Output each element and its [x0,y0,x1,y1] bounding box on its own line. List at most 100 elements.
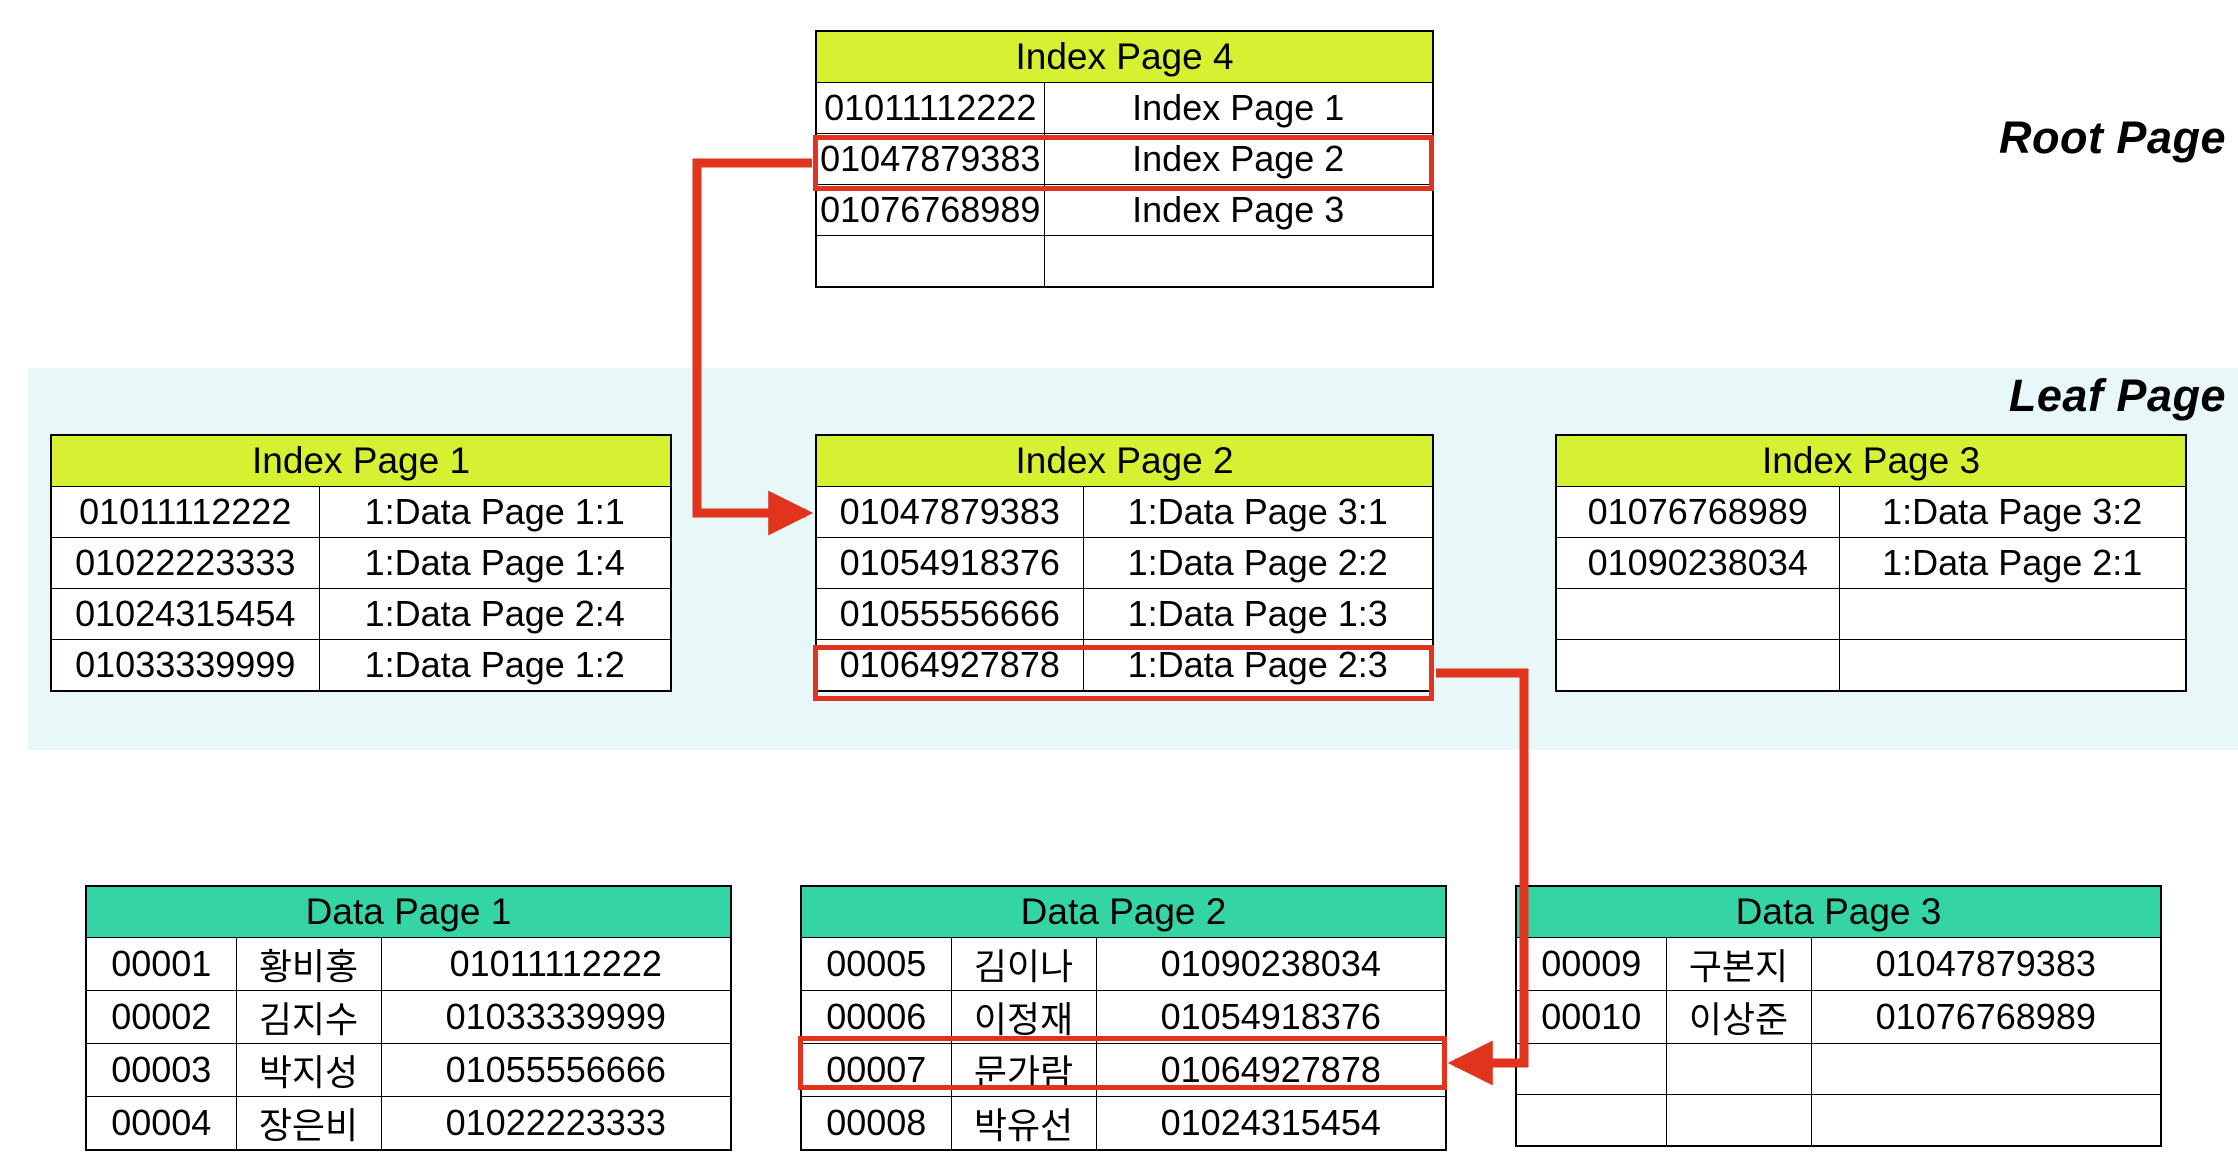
index-pointer-cell: 1:Data Page 1:4 [318,537,672,589]
index-key-cell: 01022223333 [50,537,320,589]
table-row[interactable]: 00007 문가람 01064927878 [800,1043,1447,1097]
index-pointer-cell: 1:Data Page 2:4 [318,588,672,640]
table-row[interactable]: 01076768989 1:Data Page 3:2 [1555,486,2187,538]
index-pointer-cell [1838,639,2187,692]
index-pointer-cell: 1:Data Page 1:2 [318,639,672,692]
data-page-1-title: Data Page 1 [85,885,732,938]
index-pointer-cell: 1:Data Page 2:1 [1838,537,2187,589]
table-row[interactable]: 01055556666 1:Data Page 1:3 [815,588,1434,640]
index-key-cell: 01011112222 [815,82,1045,134]
record-id-cell: 00004 [85,1096,237,1151]
record-phone-cell: 01090238034 [1095,937,1447,991]
data-page-2-table: Data Page 2 00005 김이나 01090238034 00006 … [800,885,1448,1151]
table-row[interactable]: 01011112222 1:Data Page 1:1 [50,486,672,538]
table-row[interactable] [1515,1094,2162,1147]
index-key-cell: 01076768989 [815,184,1045,236]
table-row[interactable]: 01090238034 1:Data Page 2:1 [1555,537,2187,589]
table-row[interactable] [1555,588,2187,640]
table-row[interactable]: 00001 황비홍 01011112222 [85,937,732,991]
table-row[interactable]: 01047879383 1:Data Page 3:1 [815,486,1434,538]
table-row[interactable]: 00004 장은비 01022223333 [85,1096,732,1151]
index-key-cell: 01047879383 [815,486,1084,538]
index-pointer-cell: Index Page 3 [1043,184,1434,236]
record-id-cell: 00001 [85,937,237,991]
record-name-cell: 구본지 [1665,937,1812,991]
index-pointer-cell: 1:Data Page 3:2 [1838,486,2187,538]
data-page-3-table: Data Page 3 00009 구본지 01047879383 00010 … [1515,885,2163,1147]
leaf-page-1-title: Index Page 1 [50,434,672,487]
record-id-cell: 00006 [800,990,952,1044]
table-row[interactable]: 00009 구본지 01047879383 [1515,937,2162,991]
index-pointer-cell: 1:Data Page 2:3 [1082,639,1434,692]
table-row[interactable]: 01024315454 1:Data Page 2:4 [50,588,672,640]
record-name-cell [1665,1094,1812,1147]
table-row[interactable]: 00002 김지수 01033339999 [85,990,732,1044]
root-page-label: Root Page [1998,112,2226,163]
index-pointer-cell: Index Page 1 [1043,82,1434,134]
record-id-cell: 00002 [85,990,237,1044]
leaf-page-3-table: Index Page 3 01076768989 1:Data Page 3:2… [1555,434,2187,692]
index-key-cell [815,235,1045,288]
index-key-cell: 01090238034 [1555,537,1840,589]
index-pointer-cell: 1:Data Page 2:2 [1082,537,1434,589]
table-row[interactable]: 00010 이상준 01076768989 [1515,990,2162,1044]
leaf-page-3-body: 01076768989 1:Data Page 3:2 01090238034 … [1555,486,2187,692]
record-phone-cell: 01024315454 [1095,1096,1447,1151]
record-phone-cell [1810,1043,2162,1095]
record-id-cell: 00005 [800,937,952,991]
record-id-cell [1515,1094,1667,1147]
index-key-cell [1555,639,1840,692]
leaf-page-2-body: 01047879383 1:Data Page 3:1 01054918376 … [815,486,1434,692]
table-row[interactable] [815,235,1434,288]
table-row[interactable]: 00006 이정재 01054918376 [800,990,1447,1044]
record-id-cell: 00010 [1515,990,1667,1044]
record-phone-cell: 01064927878 [1095,1043,1447,1097]
record-phone-cell: 01047879383 [1810,937,2162,991]
table-row[interactable]: 01054918376 1:Data Page 2:2 [815,537,1434,589]
table-row[interactable]: 01047879383 Index Page 2 [815,133,1434,185]
table-row[interactable]: 01033339999 1:Data Page 1:2 [50,639,672,692]
data-page-2-body: 00005 김이나 01090238034 00006 이정재 01054918… [800,937,1447,1151]
index-pointer-cell: 1:Data Page 3:1 [1082,486,1434,538]
table-row[interactable]: 01022223333 1:Data Page 1:4 [50,537,672,589]
record-id-cell: 00008 [800,1096,952,1151]
leaf-page-label: Leaf Page [2008,370,2226,421]
index-pointer-cell: 1:Data Page 1:1 [318,486,672,538]
record-phone-cell: 01033339999 [380,990,732,1044]
data-page-1-table: Data Page 1 00001 황비홍 01011112222 00002 … [85,885,733,1151]
table-row[interactable]: 01011112222 Index Page 1 [815,82,1434,134]
index-key-cell [1555,588,1840,640]
record-id-cell: 00009 [1515,937,1667,991]
record-phone-cell [1810,1094,2162,1147]
table-row[interactable]: 00005 김이나 01090238034 [800,937,1447,991]
data-page-1-body: 00001 황비홍 01011112222 00002 김지수 01033339… [85,937,732,1151]
record-name-cell: 김지수 [235,990,382,1044]
leaf-page-1-table: Index Page 1 01011112222 1:Data Page 1:1… [50,434,672,692]
record-phone-cell: 01011112222 [380,937,732,991]
record-name-cell: 이정재 [950,990,1097,1044]
table-row[interactable] [1515,1043,2162,1095]
record-name-cell: 이상준 [1665,990,1812,1044]
record-id-cell [1515,1043,1667,1095]
data-page-2-title: Data Page 2 [800,885,1447,938]
record-phone-cell: 01076768989 [1810,990,2162,1044]
root-page-table: Index Page 4 01011112222 Index Page 1 01… [815,30,1434,288]
index-key-cell: 01054918376 [815,537,1084,589]
index-pointer-cell: 1:Data Page 1:3 [1082,588,1434,640]
root-page-title: Index Page 4 [815,30,1434,83]
index-key-cell: 01055556666 [815,588,1084,640]
record-name-cell: 장은비 [235,1096,382,1151]
data-page-3-title: Data Page 3 [1515,885,2162,938]
record-id-cell: 00003 [85,1043,237,1097]
index-key-cell: 01064927878 [815,639,1084,692]
table-row[interactable] [1555,639,2187,692]
leaf-page-1-body: 01011112222 1:Data Page 1:1 01022223333 … [50,486,672,692]
table-row[interactable]: 00003 박지성 01055556666 [85,1043,732,1097]
table-row[interactable]: 00008 박유선 01024315454 [800,1096,1447,1151]
record-name-cell: 황비홍 [235,937,382,991]
leaf-page-2-table: Index Page 2 01047879383 1:Data Page 3:1… [815,434,1434,692]
table-row[interactable]: 01064927878 1:Data Page 2:3 [815,639,1434,692]
table-row[interactable]: 01076768989 Index Page 3 [815,184,1434,236]
index-key-cell: 01076768989 [1555,486,1840,538]
